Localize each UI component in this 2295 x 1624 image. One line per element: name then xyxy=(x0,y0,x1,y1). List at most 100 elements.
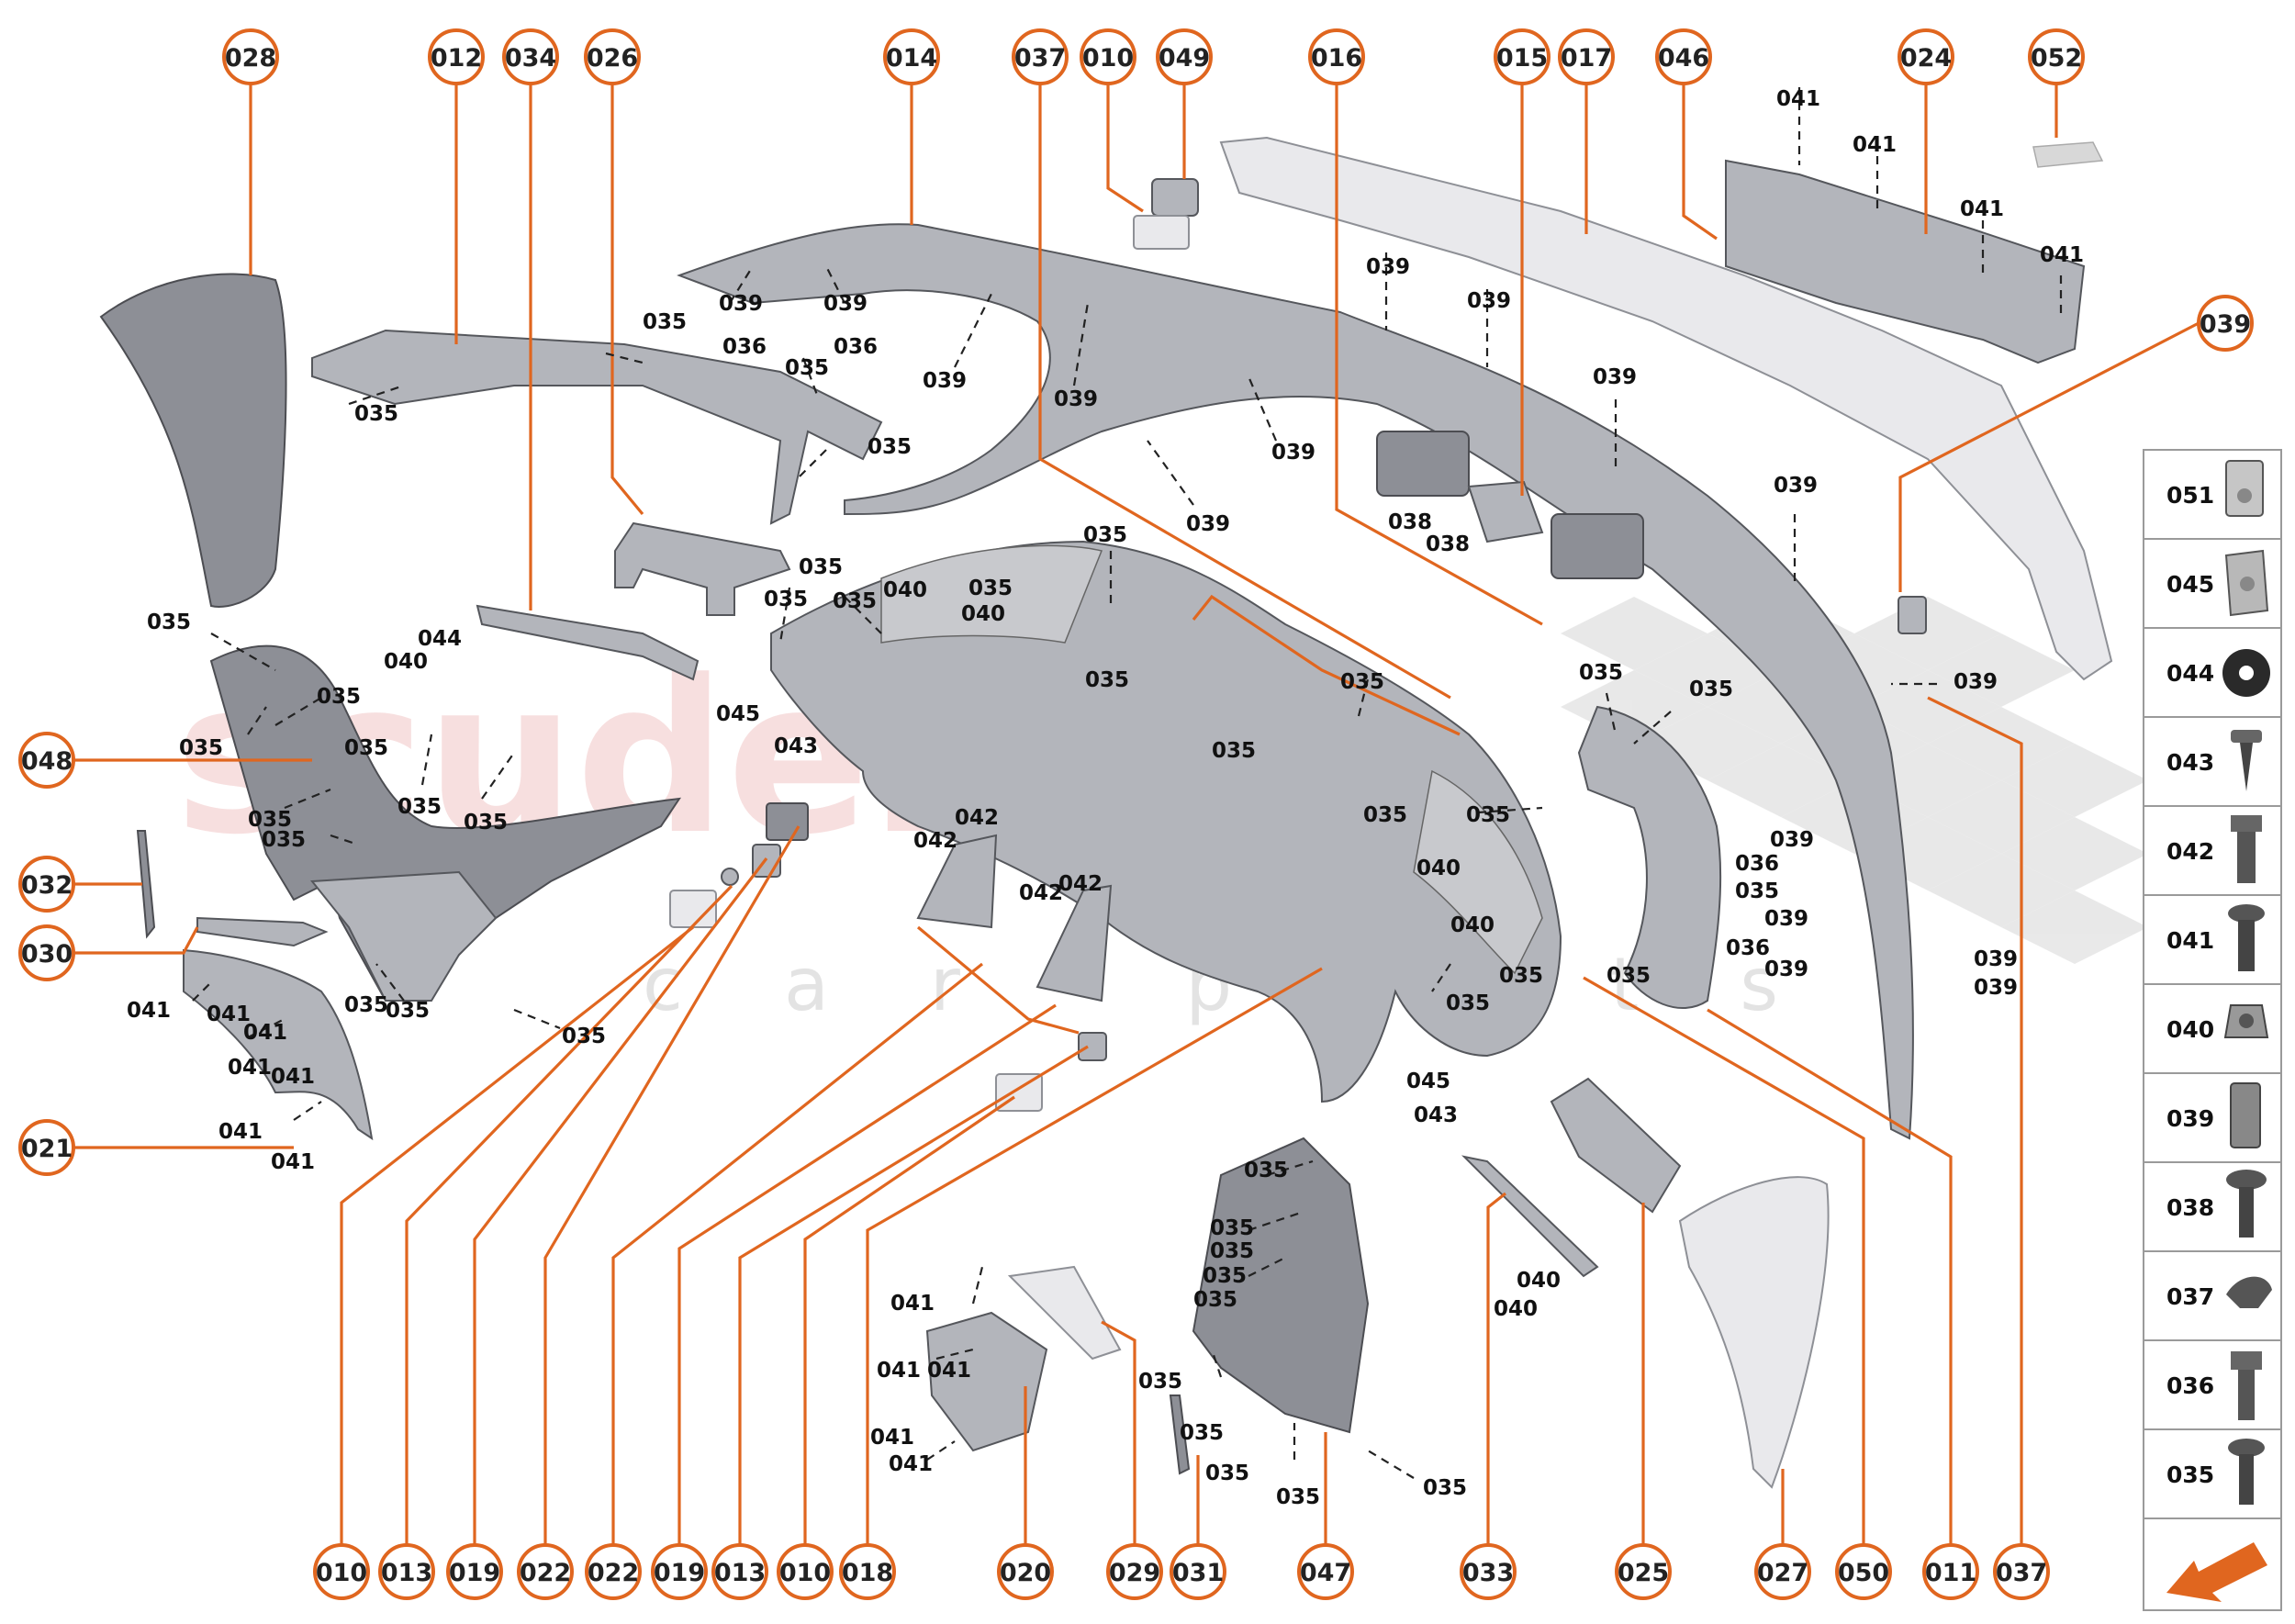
callout-bottom-019-b[interactable]: 019 xyxy=(651,1543,708,1600)
label-035: 035 xyxy=(1276,1485,1320,1509)
callout-bottom-020[interactable]: 020 xyxy=(997,1543,1054,1600)
svg-text:022: 022 xyxy=(588,1559,639,1587)
label-036: 036 xyxy=(1726,936,1770,960)
part-027-trim xyxy=(1678,1176,1830,1489)
callout-032[interactable]: 032 xyxy=(18,856,75,913)
svg-text:013: 013 xyxy=(381,1559,432,1587)
callout-037[interactable]: 037 xyxy=(1012,28,1069,85)
callout-bottom-022-b[interactable]: 022 xyxy=(585,1543,642,1600)
label-041: 041 xyxy=(271,1150,315,1174)
callout-bottom-047[interactable]: 047 xyxy=(1297,1543,1354,1600)
callout-017[interactable]: 017 xyxy=(1558,28,1615,85)
label-040: 040 xyxy=(1494,1297,1538,1321)
callout-015[interactable]: 015 xyxy=(1494,28,1551,85)
callout-039-right[interactable]: 039 xyxy=(2197,295,2254,352)
part-020-bracket xyxy=(925,1311,1048,1452)
label-035: 035 xyxy=(1423,1476,1467,1500)
callout-028[interactable]: 028 xyxy=(222,28,279,85)
callout-bottom-025[interactable]: 025 xyxy=(1615,1543,1672,1600)
callout-026[interactable]: 026 xyxy=(584,28,641,85)
label-041: 041 xyxy=(1853,133,1897,157)
label-035: 035 xyxy=(397,795,442,819)
svg-text:037: 037 xyxy=(1996,1559,2047,1587)
part-010-block xyxy=(1133,215,1190,250)
callout-bottom-033[interactable]: 033 xyxy=(1460,1543,1517,1600)
label-040: 040 xyxy=(961,602,1005,626)
label-035: 035 xyxy=(799,555,843,579)
callout-048[interactable]: 048 xyxy=(18,732,75,789)
callout-049[interactable]: 049 xyxy=(1156,28,1213,85)
callout-bottom-013-a[interactable]: 013 xyxy=(378,1543,435,1600)
legend-item-045: 045 xyxy=(2166,571,2214,598)
svg-text:049: 049 xyxy=(1159,44,1210,73)
label-035: 035 xyxy=(1340,670,1384,694)
part-014-rear-bumper xyxy=(677,223,1914,1140)
push-clip-icon xyxy=(2226,1276,2272,1308)
callout-046[interactable]: 046 xyxy=(1655,28,1712,85)
part-026-bracket xyxy=(614,521,791,616)
plastic-clip-icon xyxy=(2230,1082,2261,1148)
callout-bottom-050[interactable]: 050 xyxy=(1835,1543,1892,1600)
label-039: 039 xyxy=(1764,907,1808,931)
label-039: 039 xyxy=(1593,365,1637,389)
svg-text:050: 050 xyxy=(1838,1559,1889,1587)
label-035: 035 xyxy=(764,588,808,611)
leader-lines xyxy=(67,77,2200,1551)
callout-052[interactable]: 052 xyxy=(2028,28,2085,85)
label-035: 035 xyxy=(179,736,223,760)
svg-text:019: 019 xyxy=(449,1559,500,1587)
label-039: 039 xyxy=(1770,828,1814,852)
part-034-strip xyxy=(476,604,700,681)
part-039-clip xyxy=(1898,596,1927,634)
callout-bottom-037[interactable]: 037 xyxy=(1993,1543,2050,1600)
label-035: 035 xyxy=(868,435,912,459)
callout-024[interactable]: 024 xyxy=(1898,28,1954,85)
part-024-bracket xyxy=(1725,159,2086,364)
part-033-strip xyxy=(1461,1155,1599,1278)
part-042-bracket-a xyxy=(916,834,998,929)
callouts-top: 028 012 034 026 014 037 010 049 016 015 … xyxy=(222,28,2085,85)
callout-bottom-031[interactable]: 031 xyxy=(1170,1543,1226,1600)
part-050-liner xyxy=(1577,705,1722,1010)
label-035: 035 xyxy=(248,808,292,832)
svg-text:046: 046 xyxy=(1658,44,1709,73)
label-045: 045 xyxy=(1406,1070,1450,1093)
label-043: 043 xyxy=(1414,1103,1458,1127)
callout-bottom-029[interactable]: 029 xyxy=(1106,1543,1163,1600)
callout-014[interactable]: 014 xyxy=(883,28,940,85)
callout-bottom-027[interactable]: 027 xyxy=(1754,1543,1811,1600)
callout-bottom-022-a[interactable]: 022 xyxy=(517,1543,574,1600)
callout-010[interactable]: 010 xyxy=(1080,28,1136,85)
part-025-bracket xyxy=(1550,1077,1682,1214)
callout-021[interactable]: 021 xyxy=(18,1119,75,1176)
label-044: 044 xyxy=(418,627,462,651)
label-041: 041 xyxy=(218,1120,263,1144)
callout-bottom-010-a[interactable]: 010 xyxy=(313,1543,370,1600)
label-045: 045 xyxy=(716,702,760,726)
callout-030[interactable]: 030 xyxy=(18,924,75,981)
label-039: 039 xyxy=(1974,976,2018,1000)
callout-bottom-010-b[interactable]: 010 xyxy=(777,1543,834,1600)
callout-034[interactable]: 034 xyxy=(502,28,559,85)
label-035: 035 xyxy=(344,993,388,1017)
label-039: 039 xyxy=(719,292,763,316)
part-048-inner xyxy=(310,870,498,1002)
part-048-liner xyxy=(209,644,682,1002)
legend-item-035: 035 xyxy=(2166,1462,2214,1488)
legend-item-051: 051 xyxy=(2166,482,2214,509)
clip-nut-icon xyxy=(2225,460,2264,517)
callout-016[interactable]: 016 xyxy=(1308,28,1365,85)
fastener-labels: 035 035 035 035 039 036 039 036 039 039 … xyxy=(127,87,2084,1509)
label-042: 042 xyxy=(1019,881,1063,905)
callout-012[interactable]: 012 xyxy=(428,28,485,85)
label-038: 038 xyxy=(1426,532,1470,556)
callout-bottom-013-b[interactable]: 013 xyxy=(711,1543,768,1600)
callout-bottom-018[interactable]: 018 xyxy=(839,1543,896,1600)
label-035: 035 xyxy=(1446,991,1490,1015)
label-041: 041 xyxy=(2040,243,2084,267)
callout-bottom-019-a[interactable]: 019 xyxy=(446,1543,503,1600)
callout-bottom-011[interactable]: 011 xyxy=(1922,1543,1979,1600)
svg-text:033: 033 xyxy=(1462,1559,1514,1587)
svg-text:015: 015 xyxy=(1496,44,1548,73)
flange-nut-icon xyxy=(2223,1004,2269,1038)
